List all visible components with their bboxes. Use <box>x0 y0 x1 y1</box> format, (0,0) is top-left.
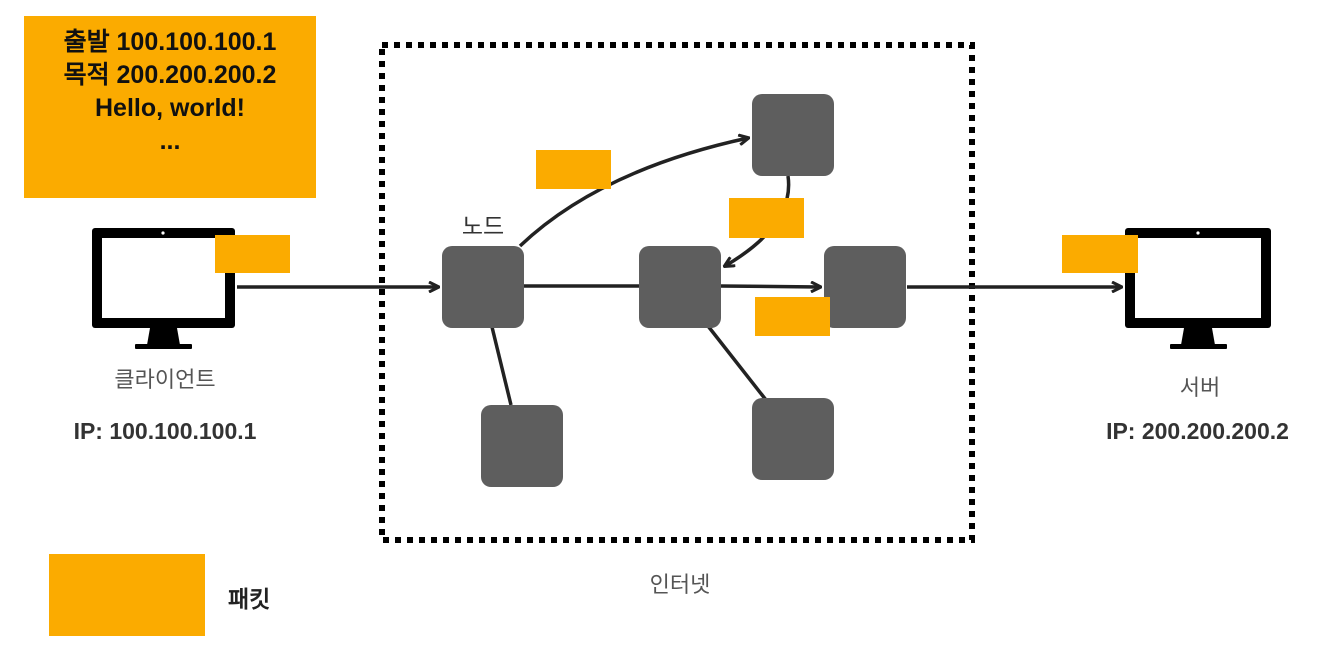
network-node <box>824 246 906 328</box>
packet-source: 출발 100.100.100.1 <box>63 28 277 56</box>
packet <box>536 150 611 189</box>
network-node <box>752 94 834 176</box>
internet-label: 인터넷 <box>649 573 711 598</box>
packet-destination: 목적 200.200.200.2 <box>63 61 277 89</box>
legend-packet-label: 패킷 <box>228 586 271 612</box>
packet-payload: Hello, world! <box>95 94 245 122</box>
packet-info-box: 출발 100.100.100.1 목적 200.200.200.2 Hello,… <box>24 16 316 198</box>
legend-packet-swatch <box>49 554 205 636</box>
server-label: 서버 <box>1179 376 1221 401</box>
server-monitor-icon <box>1125 228 1271 349</box>
packet-more: ... <box>159 127 181 155</box>
client-monitor-icon <box>92 228 235 349</box>
packet <box>1062 235 1138 273</box>
packet <box>729 198 804 238</box>
center-to-right-arrow <box>719 286 820 287</box>
network-node <box>442 246 524 328</box>
server-ip: IP: 200.200.200.2 <box>1106 418 1289 444</box>
node-to-top-arrow <box>518 138 748 248</box>
network-node <box>752 398 834 480</box>
client-label: 클라이언트 <box>114 368 216 393</box>
packet <box>755 297 830 336</box>
internet-boundary <box>379 42 975 543</box>
packet <box>215 235 290 273</box>
network-node <box>639 246 721 328</box>
node-label: 노드 <box>461 214 505 240</box>
center-to-lower-right-line <box>706 324 768 402</box>
network-node <box>481 405 563 487</box>
node-to-lower-left-line <box>490 326 513 406</box>
client-ip: IP: 100.100.100.1 <box>73 418 257 444</box>
